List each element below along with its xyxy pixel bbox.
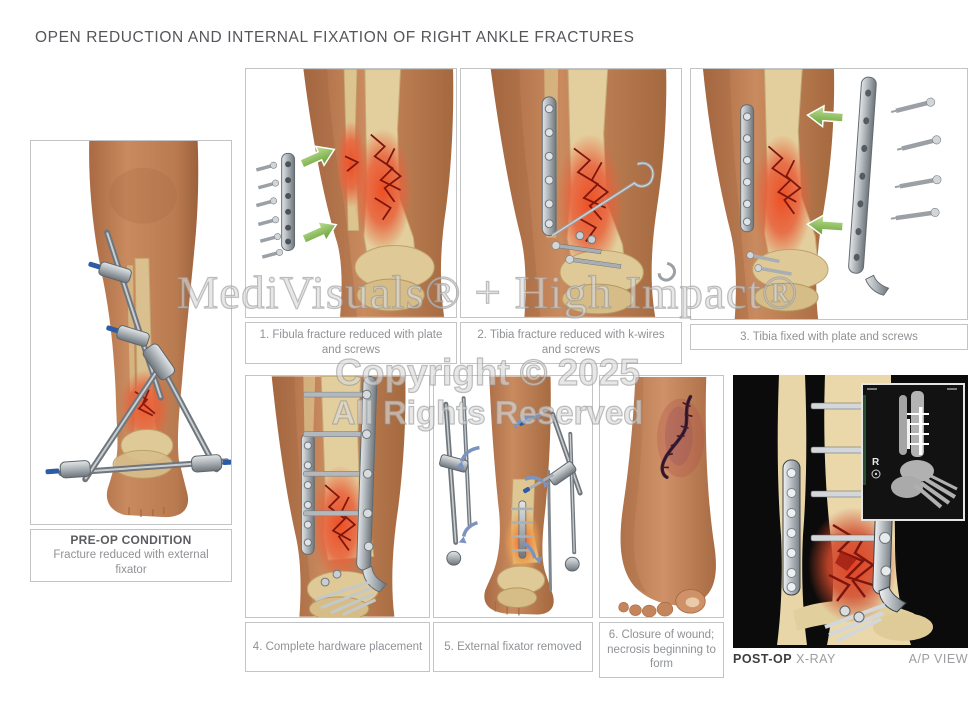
step1-fibula-plate-illustration <box>255 69 454 317</box>
step4-caption: 4. Complete hardware placement <box>245 622 430 672</box>
step5-illustration-panel <box>433 375 593 618</box>
preop-leg-external-fixator-illustration <box>45 141 231 518</box>
fibula-plate-icon <box>541 96 557 237</box>
preop-caption: PRE-OP CONDITION Fracture reduced with e… <box>30 529 232 582</box>
step2-caption: 2. Tibia fracture reduced with k-wires a… <box>460 322 682 364</box>
step5-fixator-removed-illustration <box>439 376 583 616</box>
external-fixator <box>45 229 231 483</box>
postop-xray-panel: R <box>733 375 968 648</box>
ap-xray-image: R <box>863 385 963 519</box>
step3-tibia-plate-illustration <box>703 69 942 319</box>
xray-right-marker: R <box>872 457 880 468</box>
xray-inset: R <box>861 383 965 521</box>
screws-icon <box>890 97 942 221</box>
screws-icon <box>746 251 792 276</box>
step5-caption: 5. External fixator removed <box>433 622 593 672</box>
step6-wound-closure-illustration <box>618 376 716 617</box>
preop-caption-heading: PRE-OP CONDITION <box>70 532 192 547</box>
blue-arrowheads-icon <box>455 413 550 565</box>
tibia-plate-icon <box>848 76 890 296</box>
screws-icon <box>551 231 622 269</box>
fibula-plate-icon <box>281 152 296 251</box>
removed-fixator-rods-icon <box>439 396 583 592</box>
k-wire-icon <box>657 261 677 282</box>
step1-caption: 1. Fibula fracture reduced with plate an… <box>245 322 457 364</box>
step3-illustration-panel <box>690 68 968 320</box>
step4-illustration-panel <box>245 375 430 618</box>
preop-illustration-panel <box>30 140 232 525</box>
green-arrow-icon <box>300 220 338 245</box>
green-arrow-icon <box>298 145 336 169</box>
step6-illustration-panel <box>599 375 724 618</box>
step2-illustration-panel <box>460 68 682 318</box>
k-wire-icon <box>551 161 655 237</box>
fibula-plate-icon <box>300 433 315 555</box>
long-screws-icon <box>303 391 364 517</box>
sutured-wound <box>657 394 705 480</box>
distal-fan-screws-icon <box>314 569 377 617</box>
postop-label-bold: POST-OP <box>733 652 793 666</box>
step2-kwires-illustration <box>490 69 677 317</box>
fibula-plate-icon <box>740 104 755 233</box>
fibula-plate-icon <box>782 459 801 596</box>
distal-fan-screws-icon <box>824 603 886 643</box>
page-title: OPEN REDUCTION AND INTERNAL FIXATION OF … <box>35 29 635 46</box>
screws-icon <box>255 161 283 259</box>
postop-label-type: X-RAY <box>796 652 836 666</box>
step6-caption: 6. Closure of wound; necrosis beginning … <box>599 622 724 678</box>
preop-caption-body: Fracture reduced with external fixator <box>53 549 209 577</box>
blue-arrow-icon <box>460 414 544 559</box>
step1-illustration-panel <box>245 68 457 318</box>
xray-hardware <box>907 407 929 455</box>
step3-caption: 3. Tibia fixed with plate and screws <box>690 324 968 350</box>
mini-plate-icon <box>511 500 533 559</box>
green-arrow-icon <box>806 213 845 238</box>
step4-complete-hardware-illustration <box>271 376 406 617</box>
tibia-plate-icon <box>356 376 388 593</box>
postop-view-label: A/P VIEW <box>908 652 968 666</box>
green-arrow-icon <box>806 104 845 129</box>
